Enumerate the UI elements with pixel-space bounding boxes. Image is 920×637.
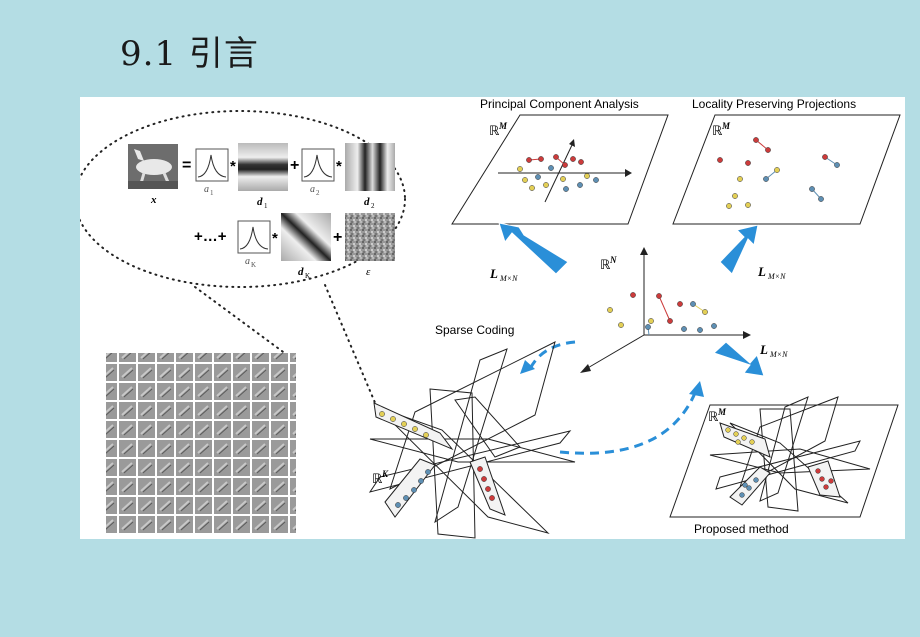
projection-sub-proposed: M×N bbox=[769, 350, 788, 359]
pca-points bbox=[517, 154, 599, 192]
dictionary-atom-d2 bbox=[345, 143, 395, 191]
epsilon-label: ε bbox=[366, 266, 371, 278]
plus-dots: +…+ bbox=[194, 228, 227, 245]
a1-label: a bbox=[204, 184, 209, 195]
rk-subspace-blue bbox=[384, 458, 436, 518]
rk-subspace-star bbox=[368, 341, 576, 539]
pca-plane bbox=[451, 114, 669, 225]
arrow-to-lpp bbox=[719, 224, 759, 275]
projection-label-lpp: L bbox=[757, 264, 766, 279]
d1-sub: 1 bbox=[264, 202, 268, 210]
d2-sub: 2 bbox=[371, 202, 375, 210]
proposed-rm: ℝ bbox=[708, 409, 719, 424]
arrow-to-proposed bbox=[713, 341, 765, 377]
rk-sup: K bbox=[381, 469, 389, 479]
dictionary-atom-d1 bbox=[238, 143, 288, 191]
lpp-label: Locality Preserving Projections bbox=[692, 97, 856, 111]
rk-label: ℝ bbox=[372, 471, 383, 486]
projection-sub-pca: M×N bbox=[499, 274, 518, 283]
rn-label: ℝ bbox=[600, 257, 611, 272]
curved-arrow-sparse bbox=[528, 340, 576, 370]
pca-rm-sup: M bbox=[498, 121, 508, 131]
proposed-subspace-blue bbox=[729, 466, 771, 506]
laplace-prior-a2 bbox=[301, 148, 335, 182]
equals-sign: = bbox=[182, 157, 191, 174]
zoom-connector-left bbox=[194, 286, 291, 358]
a2-sub: 2 bbox=[316, 189, 320, 197]
proposed-subspace-yellow bbox=[719, 422, 771, 458]
curved-arrow-proposed bbox=[559, 392, 697, 455]
times-2: * bbox=[336, 158, 342, 175]
dictionary-grid bbox=[106, 353, 296, 535]
rn-sup: N bbox=[609, 255, 617, 265]
plus-1: + bbox=[290, 157, 299, 174]
lpp-points bbox=[717, 137, 840, 209]
laplace-prior-a1 bbox=[195, 148, 229, 182]
lpp-rm-sup: M bbox=[721, 121, 731, 131]
rn-axes bbox=[580, 247, 751, 373]
dictionary-atom-dK bbox=[281, 213, 331, 261]
rn-points bbox=[607, 292, 717, 336]
proposed-rm-sup: M bbox=[717, 407, 727, 417]
sparse-coding-label: Sparse Coding bbox=[435, 323, 514, 337]
projection-label-proposed: L bbox=[759, 342, 768, 357]
projection-label-pca: L bbox=[489, 266, 498, 281]
d1-label: d bbox=[257, 196, 263, 208]
lpp-rm: ℝ bbox=[712, 123, 723, 138]
dK-sub: K bbox=[305, 272, 310, 280]
arrow-to-pca bbox=[498, 222, 569, 275]
a2-label: a bbox=[310, 184, 315, 195]
horse-image bbox=[128, 144, 178, 189]
pca-label: Principal Component Analysis bbox=[480, 97, 639, 111]
aK-sub: K bbox=[251, 261, 256, 269]
a1-sub: 1 bbox=[210, 189, 214, 197]
rk-subspace-red bbox=[469, 456, 506, 516]
dK-label: d bbox=[298, 266, 304, 278]
equation-ellipse bbox=[74, 110, 406, 288]
x-label: x bbox=[150, 194, 157, 206]
times-K: * bbox=[272, 230, 278, 247]
times-1: * bbox=[230, 158, 236, 175]
noise-patch bbox=[345, 213, 395, 261]
projection-sub-lpp: M×N bbox=[767, 272, 786, 281]
plus-2: + bbox=[333, 229, 342, 246]
rk-subspace-yellow bbox=[373, 402, 454, 451]
d2-label: d bbox=[364, 196, 370, 208]
zoom-connector-right bbox=[324, 284, 377, 406]
proposed-subspace-red bbox=[807, 460, 841, 498]
laplace-prior-aK bbox=[237, 220, 271, 254]
pca-rm: ℝ bbox=[489, 123, 500, 138]
lpp-plane bbox=[672, 114, 901, 225]
aK-label: a bbox=[245, 256, 250, 267]
proposed-label: Proposed method bbox=[694, 522, 789, 536]
figure-panel: x = a 1 * d 1 + a 2 * d 2 +…+ a K * d K … bbox=[74, 97, 905, 539]
slide-title: 9.1 引言 bbox=[120, 34, 259, 74]
